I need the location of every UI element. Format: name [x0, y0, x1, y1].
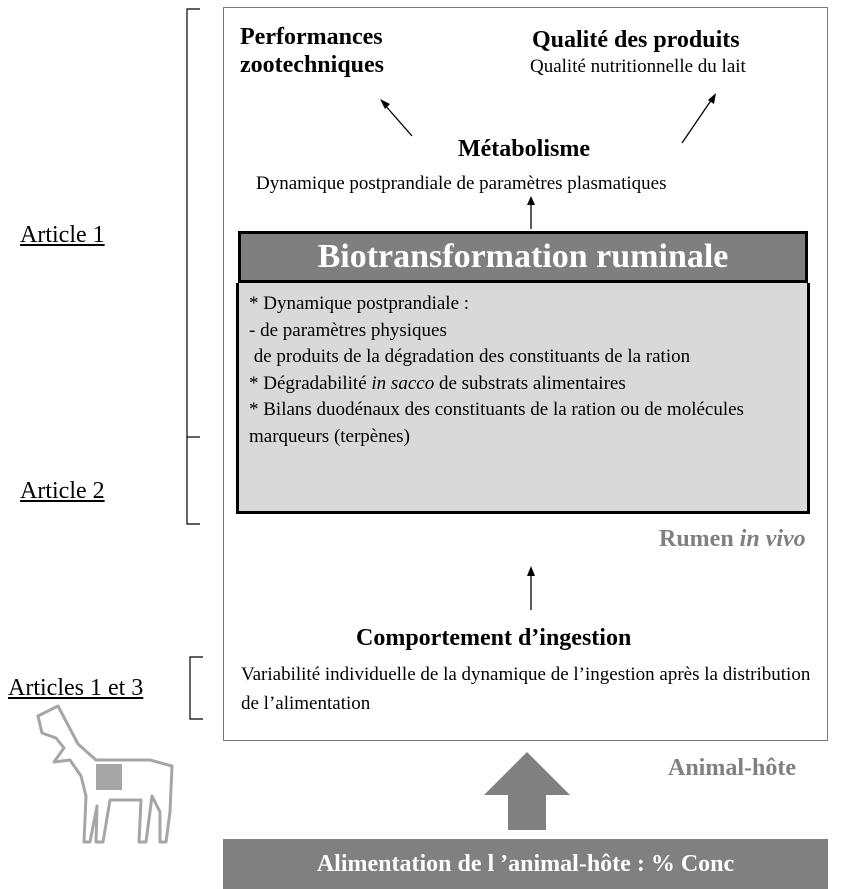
alimentation-bar: Alimentation de l ’animal-hôte : % Conc: [223, 839, 828, 889]
bio-line-3: de produits de la dégradation des consti…: [249, 346, 691, 367]
arrow-to-performances: [383, 103, 413, 137]
rumen-word: Rumen: [659, 526, 740, 552]
rumen-label: Rumen in vivo: [659, 526, 806, 553]
bracket-articles-1-2: [186, 8, 200, 525]
label-articles-1-3: Articles 1 et 3: [8, 675, 144, 701]
arrow-to-qualite: [681, 98, 713, 144]
comportement-subtitle: Variabilité individuelle de la dynamique…: [241, 664, 811, 714]
big-up-arrow: [484, 752, 570, 830]
bio-line-2: - de paramètres physiques: [249, 319, 447, 341]
diagram-frame: [223, 7, 828, 741]
arrowhead-rumen: [527, 566, 535, 576]
performances-line-2: zootechniques: [240, 52, 384, 78]
bio-line-4-italic: in sacco: [371, 372, 435, 394]
bio-line-5: * Bilans duodénaux des constituants de l…: [249, 399, 744, 447]
performances-line-1: Performances: [240, 24, 383, 50]
biotransformation-details: * Dynamique postprandiale : - de paramèt…: [236, 283, 810, 514]
label-article-2: Article 2: [20, 478, 105, 504]
arrowhead-metabolisme: [527, 196, 535, 205]
animal-hote-label: Animal-hôte: [668, 755, 796, 781]
qualite-title: Qualité des produits: [532, 27, 740, 53]
performances-title: Performances zootechniques: [240, 23, 384, 79]
arrowhead-performances: [380, 99, 390, 109]
bio-line-4-end: de substrats alimentaires: [434, 372, 626, 394]
label-article-1: Article 1: [20, 222, 105, 248]
arrowhead-qualite: [708, 93, 716, 104]
metabolisme-title: Métabolisme: [458, 136, 590, 162]
bio-line-4-start: * Dégradabilité: [249, 372, 372, 394]
qualite-subtitle: Qualité nutritionnelle du lait: [530, 56, 746, 77]
comportement-title: Comportement d’ingestion: [356, 625, 632, 651]
rumen-italic: in vivo: [739, 526, 806, 552]
bracket-articles-1-3: [189, 656, 203, 720]
bio-line-1: * Dynamique postprandiale :: [249, 293, 470, 314]
goat-icon: [36, 704, 174, 844]
biotransformation-title: Biotransformation ruminale: [238, 231, 808, 283]
bio-line-4: * Dégradabilité in sacco de substrats al…: [249, 371, 795, 398]
metabolisme-subtitle: Dynamique postprandiale de paramètres pl…: [256, 173, 667, 194]
